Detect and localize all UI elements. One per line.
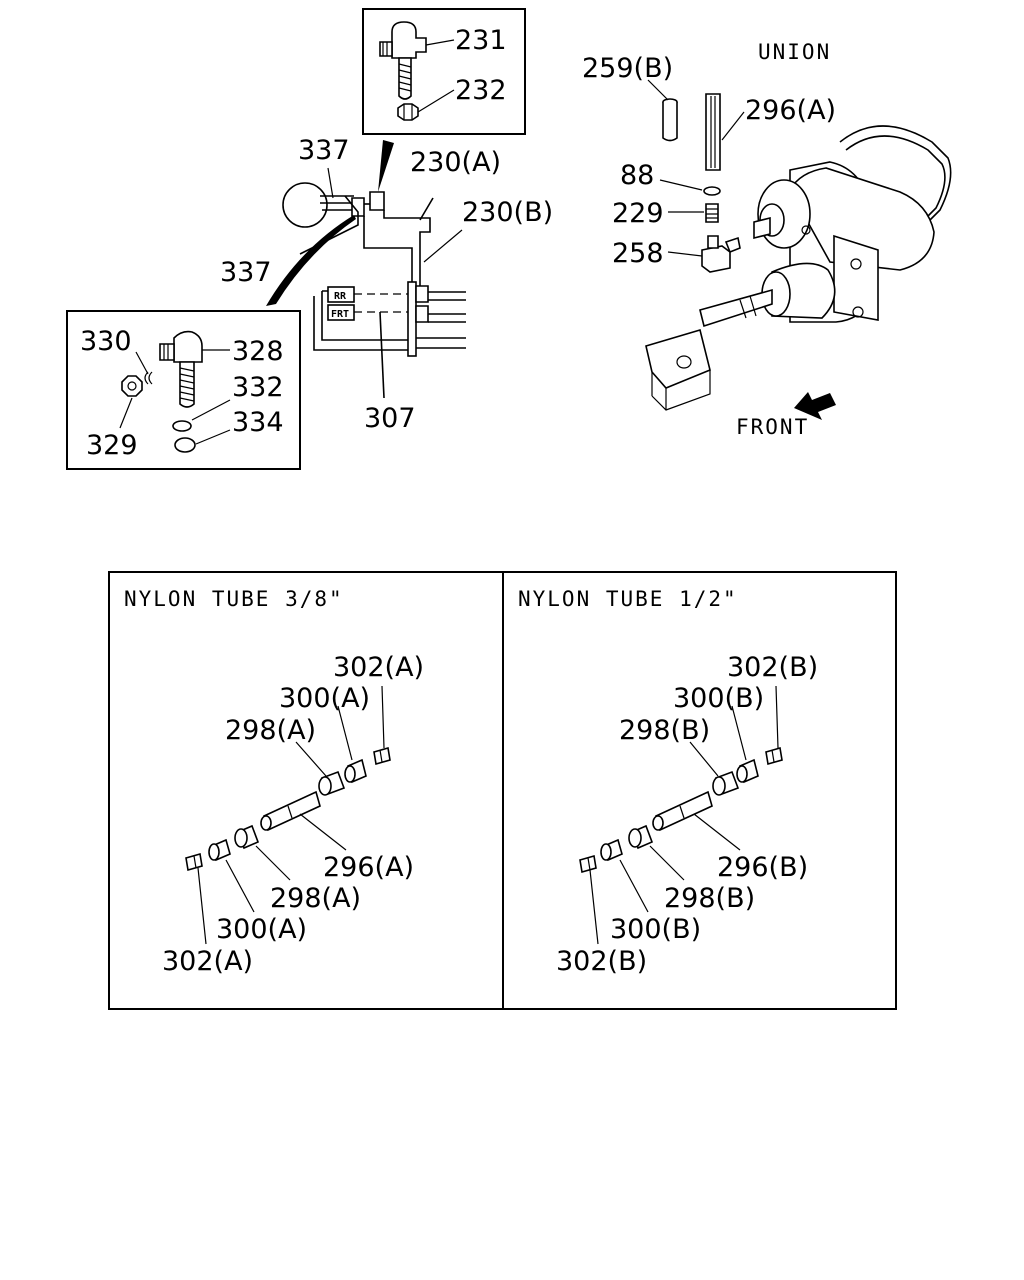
callout-229: 229 [612, 198, 664, 229]
callout-231: 231 [455, 25, 507, 56]
callout-328: 328 [232, 336, 284, 367]
callout-332: 332 [232, 372, 284, 403]
nut-329 [121, 375, 143, 397]
nut-232 [397, 103, 419, 121]
ring-88 [703, 186, 721, 196]
callout-330: 330 [80, 326, 132, 357]
callout-298a-bottom: 298(A) [270, 883, 361, 914]
tag-frt-text: FRT [331, 309, 349, 320]
callout-337-top: 337 [298, 135, 350, 166]
callout-230b: 230(B) [462, 197, 553, 228]
callout-232: 232 [455, 75, 507, 106]
nylon-tube-296a [705, 93, 721, 171]
callout-298b-top: 298(B) [619, 715, 710, 746]
callout-296b-panel: 296(B) [717, 852, 808, 883]
detail-box-231-232 [362, 8, 526, 135]
air-tank [282, 182, 328, 228]
valve-manifold [407, 281, 417, 357]
washer-332 [172, 420, 192, 432]
callout-298a-top: 298(A) [225, 715, 316, 746]
tube-assembly-b [579, 685, 783, 945]
front-label: FRONT [736, 415, 809, 439]
callout-302a-bottom: 302(A) [162, 946, 253, 977]
callout-300b-bottom: 300(B) [610, 914, 701, 945]
callout-329: 329 [86, 430, 138, 461]
callout-230a: 230(A) [410, 147, 501, 178]
callout-302b-top: 302(B) [727, 652, 818, 683]
callout-88: 88 [620, 160, 654, 191]
detail-box-328-334 [66, 310, 301, 470]
detail-pointer-lower [266, 215, 356, 306]
detail-pointer-upper [378, 140, 394, 192]
callout-298b-bottom: 298(B) [664, 883, 755, 914]
front-arrow [794, 392, 836, 420]
callout-296a-panel: 296(A) [323, 852, 414, 883]
callout-302b-bottom: 302(B) [556, 946, 647, 977]
elbow-fitting-328 [159, 330, 203, 408]
union-259b [662, 98, 678, 142]
tag-rr-text: RR [334, 291, 347, 302]
callout-334: 334 [232, 407, 284, 438]
snap-ring-330 [144, 371, 153, 385]
callout-300a-bottom: 300(A) [216, 914, 307, 945]
callout-300a-top: 300(A) [279, 683, 370, 714]
elbow-fitting-231 [379, 21, 427, 100]
callout-337-bottom: 337 [220, 257, 272, 288]
callout-307: 307 [364, 403, 416, 434]
panel-b-title: NYLON TUBE 1/2" [518, 587, 738, 611]
callout-300b-top: 300(B) [673, 683, 764, 714]
union-title: UNION [758, 40, 831, 64]
fitting-229 [705, 203, 719, 223]
callout-258: 258 [612, 238, 664, 269]
tube-assembly-a [185, 685, 391, 945]
panel-a-title: NYLON TUBE 3/8" [124, 587, 344, 611]
callout-259b: 259(B) [582, 53, 673, 84]
callout-296a: 296(A) [745, 95, 836, 126]
washer-334 [174, 437, 196, 453]
elbow-258 [701, 235, 741, 273]
callout-302a-top: 302(A) [333, 652, 424, 683]
brake-chamber [645, 125, 952, 411]
